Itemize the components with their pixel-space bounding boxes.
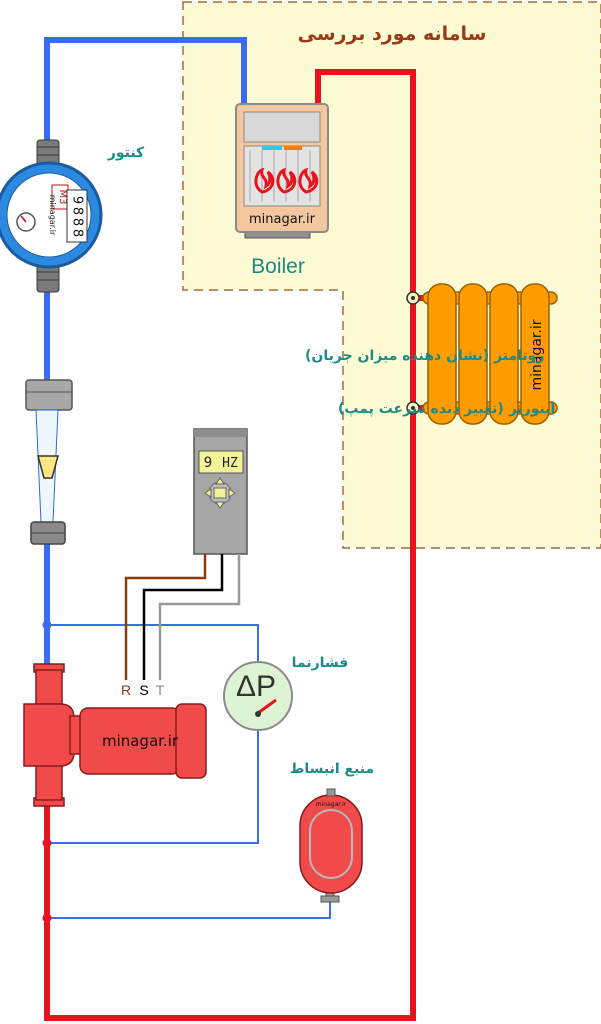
rotameter-label: روتامتر (نشان دهنده میزان جریان) — [305, 348, 544, 364]
tank-brand: minagar.ir — [316, 801, 347, 808]
pipe-junctions — [42, 620, 52, 923]
boiler: minagar.ir — [235, 103, 329, 239]
meter-digit-1: 9 — [70, 196, 85, 204]
pressure-gauge: ΔP — [223, 661, 293, 731]
inverter-display-value: 9 — [204, 455, 212, 471]
wire-label-s: S — [139, 682, 148, 698]
meter-digits-box — [66, 189, 88, 243]
meter-unit: M3 — [57, 190, 68, 205]
gauge-needle-icon — [257, 698, 277, 715]
pressure-gauge-label: فشارنما — [292, 655, 349, 671]
radiator: minagar.ir — [422, 283, 558, 425]
circulation-pump: minagar.ir — [23, 663, 207, 807]
inverter: 9 HZ — [193, 428, 248, 555]
inverter-keypad-icon — [204, 477, 236, 509]
boiler-brand: minagar.ir — [249, 212, 316, 227]
wire-label-t: T — [156, 682, 165, 698]
wire-label-r: R — [121, 682, 131, 698]
pump-brand: minagar.ir — [102, 732, 179, 750]
gauge-symbol: ΔP — [236, 670, 276, 703]
sensor-lines — [47, 624, 331, 919]
radiator-valve-icon — [406, 291, 420, 415]
meter-digit-4: 8 — [70, 229, 85, 237]
expansion-tank-label: منبع انبساط — [290, 761, 374, 777]
expansion-tank: minagar.ir — [299, 788, 363, 903]
radiator-brand: minagar.ir — [529, 319, 545, 390]
inverter-display-unit: HZ — [222, 456, 238, 471]
cold-water-pipe — [44, 37, 247, 668]
rotameter-float-icon — [37, 455, 59, 479]
power-wires — [124, 554, 241, 680]
meter-label: کنتور — [107, 145, 145, 161]
inverter-display — [198, 450, 244, 474]
meter-brand: minagar.ir — [48, 195, 57, 236]
inverter-label: اینورتر (تغییر دنده سرعت پمپ) — [338, 401, 555, 417]
system-title: سامانه مورد بررسی — [298, 23, 487, 45]
boiler-label: Boiler — [251, 255, 305, 278]
meter-digit-2: 8 — [70, 207, 85, 215]
meter-digit-3: 8 — [70, 218, 85, 226]
flame-icon — [254, 167, 319, 194]
rotameter — [25, 379, 73, 545]
water-meter: M3 9 8 8 8 minagar.ir — [0, 139, 103, 293]
